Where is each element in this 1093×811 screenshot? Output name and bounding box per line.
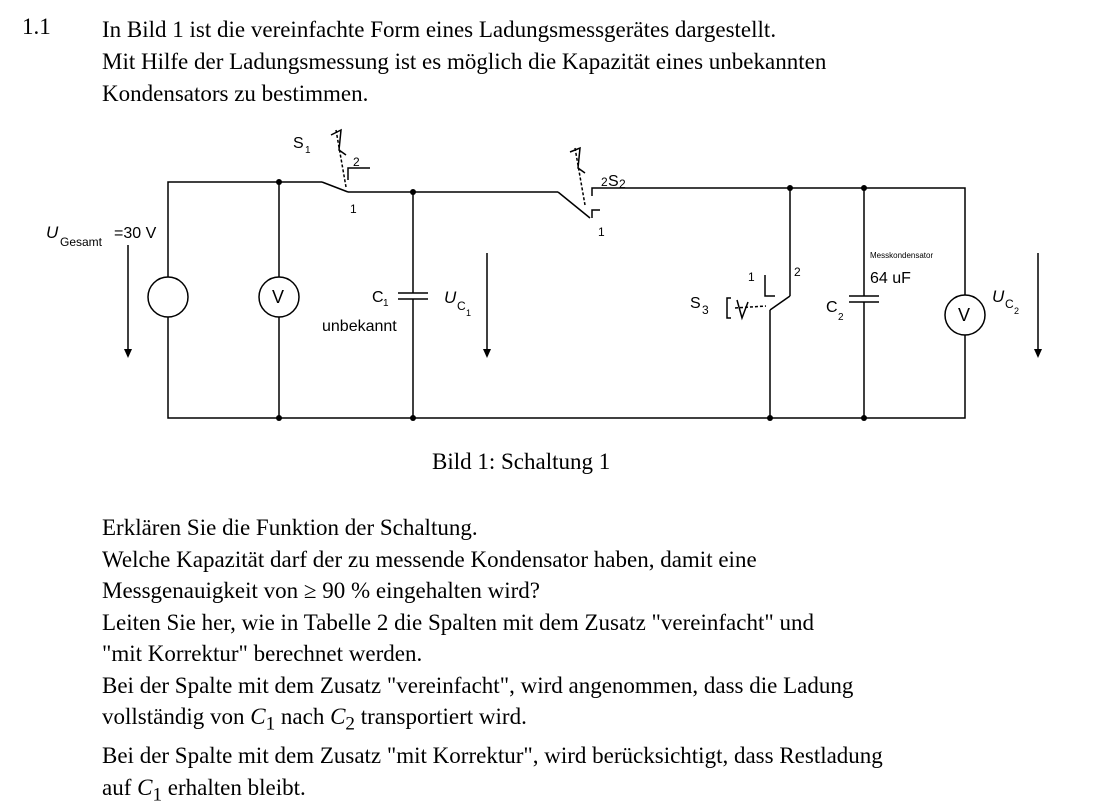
c2-label: C xyxy=(826,299,838,316)
s1-contact-1-label: 1 xyxy=(350,202,357,216)
task-text-part: auf xyxy=(102,774,138,800)
s1-label-sub: 1 xyxy=(305,145,311,156)
task-line: vollständig von C1 nach C2 transportiert… xyxy=(102,701,883,740)
s2-contact-2-label: 2 xyxy=(601,175,608,189)
c1-symbol: C xyxy=(137,774,153,800)
voltmeter-1-label: V xyxy=(272,287,284,307)
s1-blade xyxy=(321,181,349,193)
junction-dot xyxy=(276,179,282,185)
s2-handle xyxy=(569,146,586,174)
messkondensator-label: Messkondensator xyxy=(870,251,933,260)
s2-contact-1 xyxy=(591,209,600,218)
task-text-part: erhalten bleibt. xyxy=(162,774,306,800)
junction-dot xyxy=(410,189,416,195)
junction-dot xyxy=(410,415,416,421)
circuit-wires xyxy=(127,128,1039,419)
c1-symbol-sub: 1 xyxy=(265,713,276,735)
c1-label: C xyxy=(372,289,384,306)
s1-actuator xyxy=(335,129,347,188)
c1-note: unbekannt xyxy=(322,318,397,335)
c1-symbol: C xyxy=(250,704,266,729)
task-line: Bei der Spalte mit dem Zusatz "vereinfac… xyxy=(102,672,854,698)
intro-text: In Bild 1 ist die vereinfachte Form eine… xyxy=(102,14,826,110)
s2-actuator xyxy=(574,147,586,206)
c2-symbol-sub: 2 xyxy=(345,713,355,735)
uc1-subsub: 1 xyxy=(466,308,471,318)
outer-wire xyxy=(167,181,966,419)
s2-contact-1-label: 1 xyxy=(598,225,605,239)
arrow-heads xyxy=(124,179,1042,421)
voltage-source-icon xyxy=(147,276,189,318)
s3-contact-1-label: 1 xyxy=(748,270,755,284)
s2-blade xyxy=(557,191,591,219)
intro-line: In Bild 1 ist die vereinfachte Form eine… xyxy=(102,17,777,42)
circuit-diagram: U Gesamt =30 V V V S 1 2 1 2 S 2 1 C 1 u… xyxy=(46,128,1042,421)
s3-contact-1 xyxy=(764,275,775,297)
c1-label-sub: 1 xyxy=(383,298,389,309)
s3-spring xyxy=(736,299,749,321)
section-number: 1.1 xyxy=(22,14,51,39)
task-line: Bei der Spalte mit dem Zusatz "mit Korre… xyxy=(102,743,883,769)
uc2-symbol: U xyxy=(992,287,1005,306)
junction-dot xyxy=(861,185,867,191)
arrow-head-icon xyxy=(1034,349,1042,358)
uc2-sub: C xyxy=(1005,297,1014,311)
task-text-part: vollständig von xyxy=(102,704,251,729)
s2-contact-2 xyxy=(591,187,600,196)
uc1-sub: C xyxy=(457,299,466,313)
intro-line: Mit Hilfe der Ladungsmessung ist es mögl… xyxy=(102,49,827,74)
intro-line: Kondensators zu bestimmen. xyxy=(102,81,369,106)
s3-actuator xyxy=(734,305,767,309)
task-line: auf C1 erhalten bleibt. xyxy=(102,772,883,811)
uc1-symbol: U xyxy=(444,288,457,307)
uc2-subsub: 2 xyxy=(1014,306,1019,316)
task-line: Leiten Sie her, wie in Tabelle 2 die Spa… xyxy=(102,609,814,635)
s3-handle xyxy=(726,297,731,319)
junction-dot xyxy=(767,415,773,421)
junction-dot xyxy=(861,415,867,421)
u-total-sub: Gesamt xyxy=(60,235,103,249)
task-text-part: transportiert wird. xyxy=(355,704,527,729)
s3-contact-2-label: 2 xyxy=(794,265,801,279)
voltmeter-2-icon xyxy=(944,294,986,336)
arrow-head-icon xyxy=(483,349,491,358)
s3-blade xyxy=(769,295,791,311)
u-total-value: =30 V xyxy=(114,225,157,242)
s1-label: S xyxy=(293,135,304,152)
junction-dot xyxy=(787,185,793,191)
task-line: Welche Kapazität darf der zu messende Ko… xyxy=(102,546,757,572)
voltmeter-2-label: V xyxy=(958,305,970,325)
c2-label-sub: 2 xyxy=(838,312,844,323)
task-line: "mit Korrektur" berechnet werden. xyxy=(102,641,423,666)
task-text: Erklären Sie die Funktion der Schaltung.… xyxy=(102,512,883,811)
figure-caption: Bild 1: Schaltung 1 xyxy=(432,449,611,474)
s3-label: S xyxy=(690,295,701,312)
s1-contact-2 xyxy=(347,167,370,180)
s1-handle xyxy=(330,128,347,156)
s2-label: S xyxy=(608,173,619,190)
voltmeter-1-icon xyxy=(258,276,300,318)
task-line: Erklären Sie die Funktion der Schaltung. xyxy=(102,515,478,540)
junction-dot xyxy=(276,415,282,421)
c2-symbol: C xyxy=(330,704,346,729)
c2-value: 64 uF xyxy=(870,270,911,287)
s3-label-sub: 3 xyxy=(702,303,709,317)
task-text-part: nach xyxy=(275,704,331,729)
s1-contact-2-label: 2 xyxy=(353,155,360,169)
s2-label-sub: 2 xyxy=(619,177,626,191)
arrow-head-icon xyxy=(124,349,132,358)
task-line: Messgenauigkeit von ≥ 90 % eingehalten w… xyxy=(102,578,541,603)
u-total-symbol: U xyxy=(46,223,59,242)
